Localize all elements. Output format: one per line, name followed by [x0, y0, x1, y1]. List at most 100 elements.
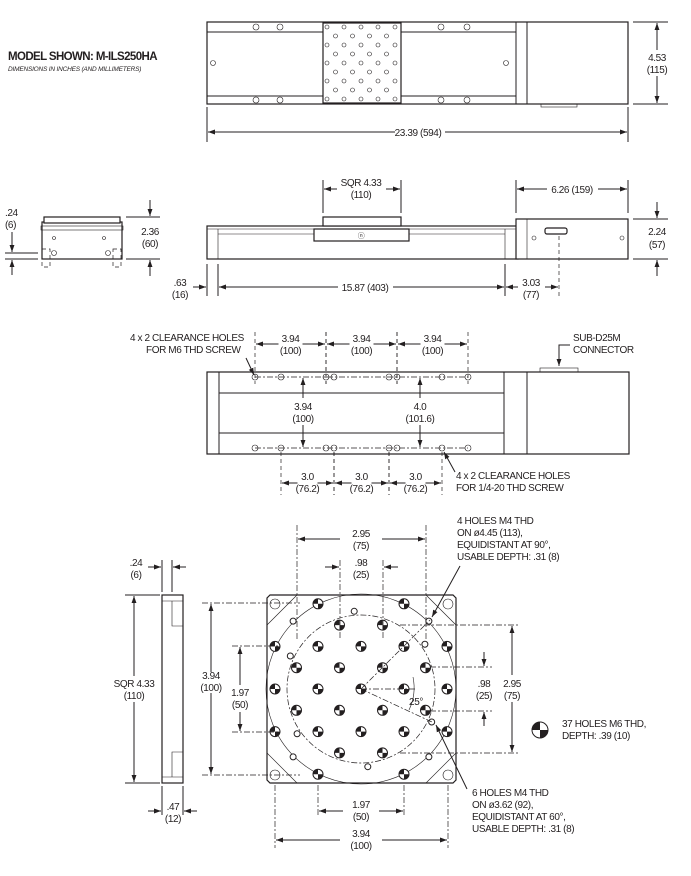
m6-spacing-dim-mm: (100)	[351, 346, 372, 357]
clearance-hole	[277, 373, 285, 381]
mount-hole	[276, 23, 284, 31]
carriage-hole	[341, 78, 347, 84]
left-height2-dim-mm: (50)	[232, 700, 248, 711]
m6-threaded-hole	[441, 683, 453, 695]
carriage-hole	[350, 33, 355, 39]
carriage-hole	[392, 42, 398, 48]
m4-6holes-note-line4: USABLE DEPTH: .31 (8)	[472, 824, 574, 835]
carriage-hole	[333, 87, 338, 93]
top-width-dim-mm: (75)	[353, 541, 369, 552]
m4-4holes-note-line2: ON ø4.45 (113),	[457, 528, 523, 539]
top-width-dim: 2.95	[352, 529, 371, 540]
carriage-sqr-dim: SQR 4.33	[114, 679, 156, 690]
qtr20-spacing-dim: 3.0	[355, 472, 369, 483]
carriage-hole	[375, 78, 381, 84]
logo-mark: ⓝ	[358, 232, 365, 240]
offset-dim-mm: (16)	[172, 290, 188, 301]
carriage-hole	[358, 24, 364, 30]
m6-threaded-hole	[420, 704, 431, 716]
m4-6holes-note-line3: EQUIDISTANT AT 60°,	[472, 812, 565, 823]
m6-threaded-hole	[269, 683, 281, 695]
m6-threaded-hole	[312, 598, 324, 610]
clearance-hole	[438, 373, 446, 381]
length-dim: 23.39 (594)	[395, 128, 442, 139]
carriage-hole	[392, 96, 398, 102]
m6-37holes-note: 37 HOLES M6 THD,	[562, 719, 646, 730]
carriage-hole	[350, 51, 355, 57]
m6-row-gap-dim-mm: (100)	[292, 414, 313, 425]
right-height-dim-mm: (75)	[504, 691, 520, 702]
carriage-hole	[375, 24, 381, 30]
m6-threaded-hole	[441, 726, 453, 738]
motor-length-dim: 6.26 (159)	[551, 185, 593, 196]
m6-threaded-hole	[291, 662, 302, 674]
carriage-hole	[375, 60, 381, 66]
qtr20-row-gap-dim: 4.0	[414, 402, 428, 413]
carriage-hole	[333, 51, 338, 57]
m6-threaded-hole	[312, 726, 324, 738]
end-base-dim-mm: (6)	[5, 220, 16, 231]
carriage-hole	[350, 69, 355, 75]
m6-row-gap-dim: 3.94	[294, 402, 313, 413]
carriage-hole	[333, 69, 338, 75]
carriage-hole	[341, 42, 347, 48]
m4-6holes-note: 6 HOLES M4 THD	[472, 788, 549, 799]
mount-hole	[437, 23, 445, 31]
m6-threaded-hole	[398, 726, 410, 738]
m4-hole-92	[350, 607, 358, 615]
connector-offset-dim: 3.03	[522, 278, 541, 289]
m6-threaded-hole	[312, 683, 324, 695]
m4-4holes-note: 4 HOLES M4 THD	[457, 516, 534, 527]
qtr20-spacing-dim: 3.0	[409, 472, 423, 483]
angle-dim: 25°	[409, 697, 423, 708]
qtr20-spacing-dim-mm: (76.2)	[350, 484, 374, 495]
carriage-hole	[324, 60, 330, 66]
m6-spacing-dim-mm: (100)	[280, 346, 301, 357]
bottom-view: 4 x 2 CLEARANCE HOLES FOR M6 THD SCREW 3…	[130, 332, 634, 495]
carriage-hole	[375, 42, 381, 48]
carriage-hole	[341, 60, 347, 66]
m4-hole-113	[289, 617, 297, 625]
m6-clearance-note: 4 x 2 CLEARANCE HOLES	[130, 333, 245, 344]
carriage-hole	[324, 24, 330, 30]
grid-pitch-dim-mm: (25)	[353, 570, 369, 581]
m6-threaded-hole	[334, 747, 345, 759]
carriage-size-dim: SQR 4.33	[341, 178, 383, 189]
m6-threaded-hole	[420, 662, 431, 674]
m6-clearance-note-line2: FOR M6 THD SCREW	[146, 345, 241, 356]
end-base-dim: .24	[5, 208, 19, 219]
m6-threaded-hole	[377, 747, 388, 759]
carriage-hole	[384, 69, 389, 75]
m6-hole-symbol	[531, 721, 549, 739]
carriage-size-dim-mm: (110)	[351, 190, 372, 201]
carriage-hole	[392, 24, 398, 30]
carriage-hole	[358, 96, 364, 102]
left-height2-dim: 1.97	[231, 688, 250, 699]
m6-threaded-hole	[377, 704, 388, 716]
m6-threaded-hole	[355, 640, 367, 652]
end-view: .24 (6) 2.36 (60)	[5, 200, 160, 276]
carriage-sqr-dim-mm: (110)	[124, 691, 145, 702]
m6-threaded-hole	[398, 683, 410, 695]
carriage-hole	[341, 96, 347, 102]
model-title: MODEL SHOWN: M-ILS250HA	[8, 51, 157, 63]
side-view: ⓝ SQR 4.33 (110) 6.26 (159) 2.24 (57) .6…	[172, 178, 668, 301]
end-height-dim: 2.36	[141, 227, 160, 238]
carriage-hole	[324, 96, 330, 102]
m6-threaded-hole	[269, 726, 281, 738]
carriage-width-dim-mm: (12)	[165, 814, 181, 825]
left-height-dim-mm: (100)	[200, 683, 221, 694]
height-dim-mm: (115)	[647, 65, 668, 76]
grid-pitch-dim: .98	[355, 558, 369, 569]
carriage-hole	[341, 24, 347, 30]
qtr20-spacing-dim-mm: (76.2)	[404, 484, 428, 495]
carriage-hole	[324, 78, 330, 84]
qtr20-clearance-note-line2: FOR 1/4-20 THD SCREW	[456, 483, 564, 494]
offset-dim: .63	[174, 278, 188, 289]
bottom-width2-dim: 3.94	[352, 829, 371, 840]
mount-hole	[463, 23, 471, 31]
right-height-dim: 2.95	[503, 679, 522, 690]
m6-threaded-hole	[398, 768, 410, 780]
carriage-hole	[392, 78, 398, 84]
carriage-hole	[324, 42, 330, 48]
